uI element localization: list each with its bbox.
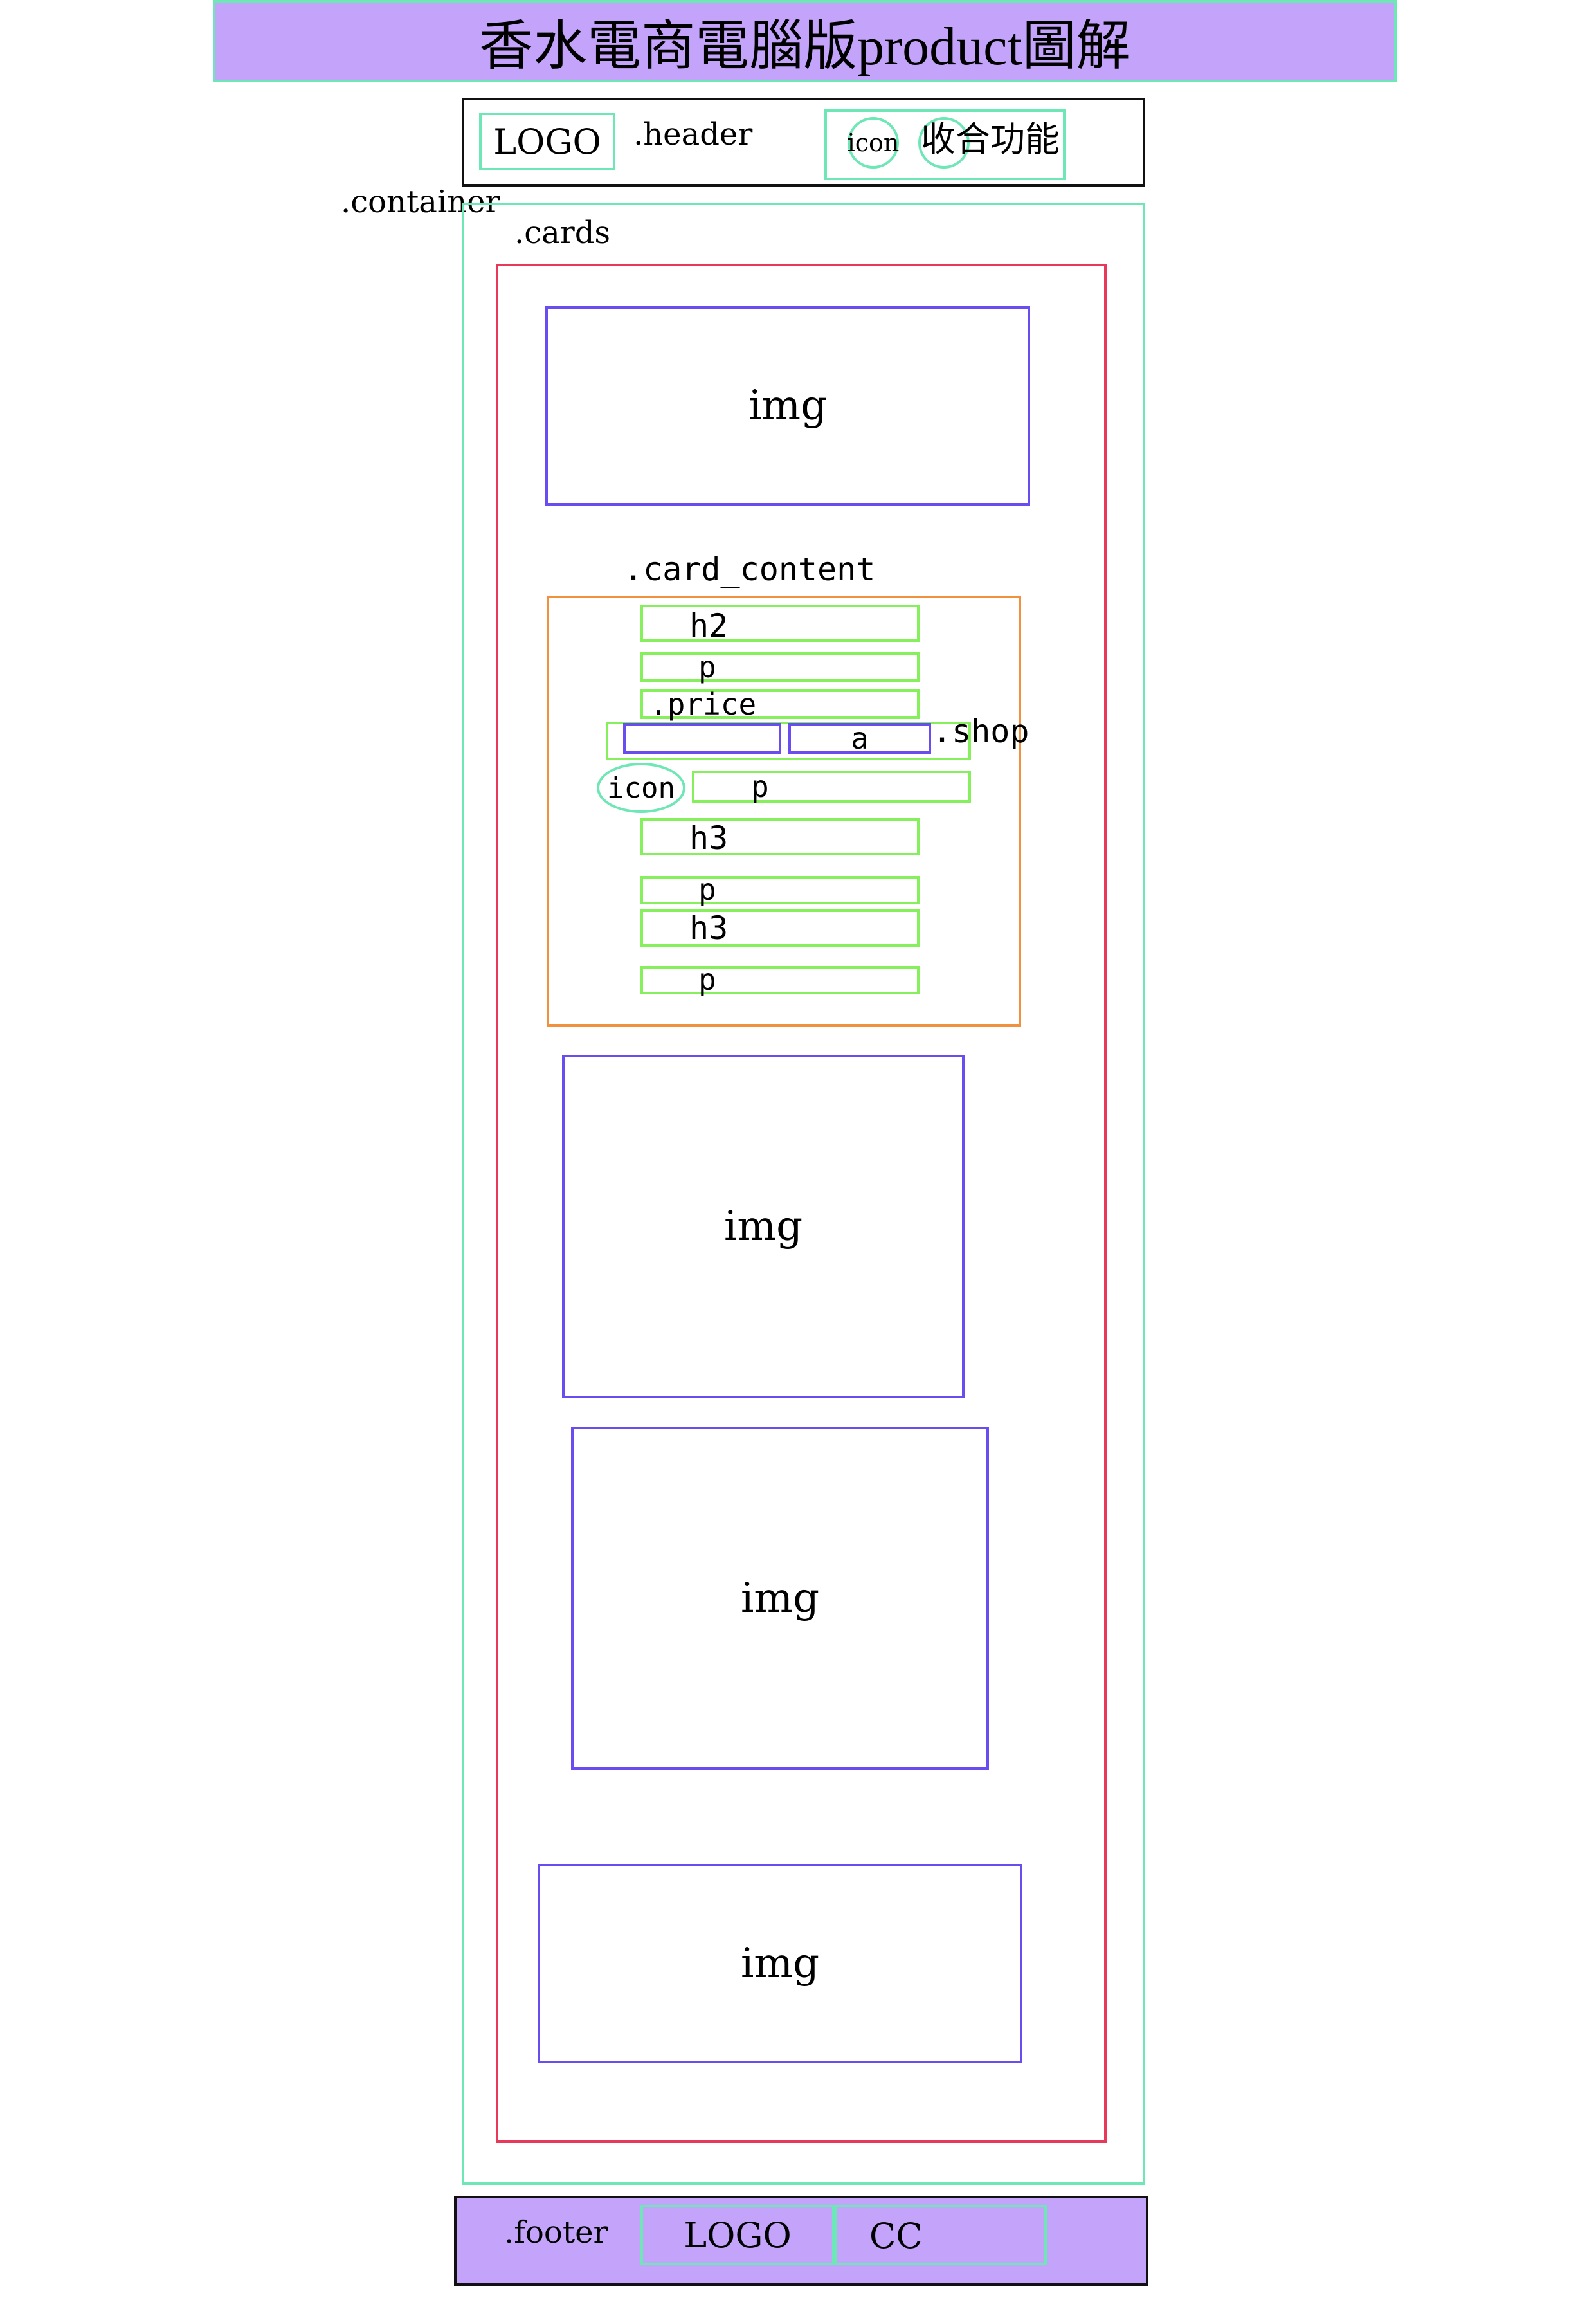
card-p1: p <box>640 652 920 682</box>
page-title: 香水電商電腦版product圖解 <box>479 16 1130 77</box>
card-price: .price <box>640 689 920 719</box>
card-content-box <box>547 596 1021 1027</box>
header-label: .header <box>633 116 753 152</box>
shop-link-text: a <box>851 721 869 756</box>
footer-logo-text: LOGO <box>684 2214 792 2256</box>
footer-label: .footer <box>504 2214 608 2250</box>
card-p3: p <box>640 872 920 907</box>
footer-box <box>454 2196 1148 2286</box>
card-p1-text: p <box>698 650 716 684</box>
header-actions <box>824 109 1066 180</box>
footer-cc: CC <box>835 2205 1047 2265</box>
header-icon-text: icon <box>847 129 900 157</box>
card-h3-text: h3 <box>689 909 729 947</box>
title-bar: 香水電商電腦版product圖解 <box>213 0 1397 82</box>
card-content-label: .card_content <box>624 551 876 588</box>
container-label: .container <box>341 184 500 220</box>
card-image-label: img <box>748 382 828 430</box>
card-p2: p <box>692 771 971 803</box>
container-box <box>462 203 1145 2185</box>
header-box <box>462 98 1145 187</box>
card-h3: h3 <box>640 818 920 855</box>
shop-label: .shop <box>932 713 1029 750</box>
footer-logo: LOGO <box>640 2205 835 2265</box>
collapse-label: 收合功能 <box>921 120 1060 159</box>
shop-button <box>623 723 781 754</box>
card-h3: h3 <box>640 909 920 947</box>
card-h3-text: h3 <box>689 819 729 857</box>
card-p2-text: p <box>751 769 769 804</box>
card-p4-text: p <box>698 962 716 997</box>
card-price-text: .price <box>649 687 757 722</box>
header-icon: icon <box>848 117 899 169</box>
card-h2: h2 <box>640 605 920 642</box>
card-image: img <box>538 1864 1022 2063</box>
header-logo: LOGO <box>479 113 615 170</box>
card-h2-text: h2 <box>689 607 729 644</box>
card-image-label: img <box>740 1940 820 1987</box>
card-p4: p <box>640 962 920 997</box>
card-image: img <box>545 306 1030 506</box>
cards-box <box>496 264 1107 2143</box>
card-image: img <box>571 1427 989 1770</box>
collapse-icon <box>918 117 970 169</box>
cards-label: .cards <box>514 215 611 251</box>
content-icon-text: icon <box>607 771 675 805</box>
shop-link: a <box>788 721 931 756</box>
footer-cc-text: CC <box>869 2216 923 2256</box>
card-image-label: img <box>740 1574 820 1622</box>
card-p3-text: p <box>698 872 716 907</box>
card-image-label: img <box>723 1203 803 1250</box>
content-icon: icon <box>597 763 685 813</box>
card-image: img <box>562 1055 965 1398</box>
header-logo-text: LOGO <box>493 121 601 162</box>
